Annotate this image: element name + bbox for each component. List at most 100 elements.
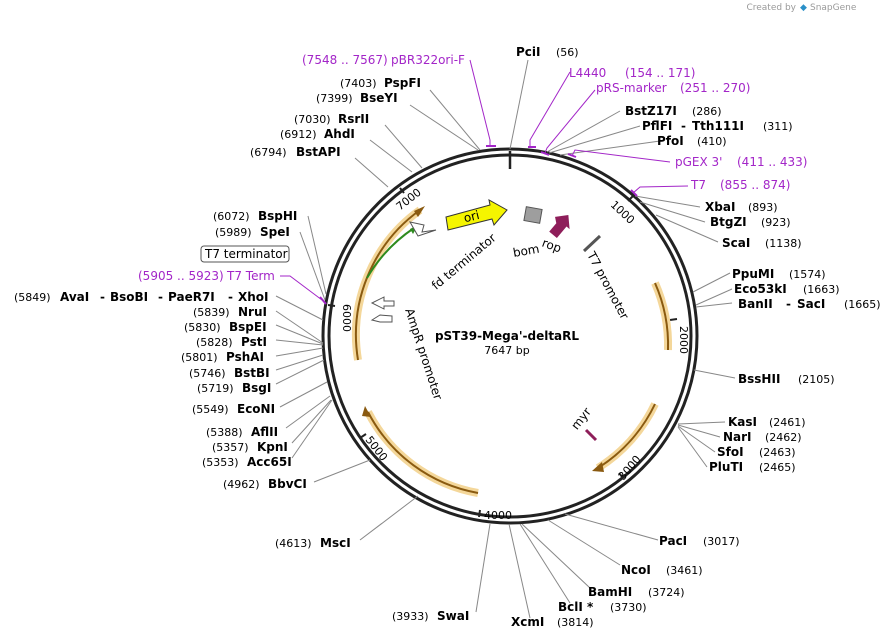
site-saci[interactable]: SacI	[797, 297, 825, 311]
site-bcli[interactable]: BclI *	[558, 600, 594, 614]
site-kasi[interactable]: KasI	[728, 415, 757, 429]
tick-6000: 6000	[340, 304, 353, 332]
site-ppumi[interactable]: PpuMI	[732, 267, 774, 281]
site-psti-pos: (5828)	[196, 336, 233, 349]
primer-l4440[interactable]: L4440	[569, 66, 606, 80]
site-bspei[interactable]: BspEI	[229, 320, 267, 334]
site-bseyi[interactable]: BseYI	[360, 91, 398, 105]
tick-2000: 2000	[677, 326, 690, 354]
primer-prs-marker-pos: (251 .. 270)	[680, 81, 750, 95]
primer-prs-marker[interactable]: pRS-marker	[596, 81, 667, 95]
site-msci-pos: (4613)	[275, 537, 312, 550]
site-pcii[interactable]: PciI	[516, 45, 541, 59]
site-bamhi-pos: (3724)	[648, 586, 685, 599]
ampr-promoter-arrow-2	[370, 314, 393, 323]
site-bsphi[interactable]: BspHI	[258, 209, 297, 223]
t7-promoter-arrow	[582, 234, 602, 253]
site-sep-dash: -	[158, 290, 163, 304]
site-sep-dash: -	[228, 290, 233, 304]
tick-marks	[327, 187, 678, 518]
t7-promoter-label: T7 promoter	[584, 248, 632, 321]
site-bsshii-pos: (2105)	[798, 373, 835, 386]
site-ahdi-pos: (6912)	[280, 128, 317, 141]
site-xhoi[interactable]: XhoI	[238, 290, 269, 304]
site-btgzi[interactable]: BtgZI	[710, 215, 747, 229]
primer-t7[interactable]: T7	[690, 178, 706, 192]
site-xcmi[interactable]: XcmI	[511, 615, 544, 629]
site-pshai[interactable]: PshAI	[226, 350, 264, 364]
tick-4000: 4000	[484, 509, 512, 522]
primer-t7-pos: (855 .. 874)	[720, 178, 790, 192]
site-pfoi[interactable]: PfoI	[657, 134, 684, 148]
site-sep-dash: -	[681, 119, 686, 133]
site-swai-pos: (3933)	[392, 610, 429, 623]
ampr-promoter-label: AmpR promoter	[402, 307, 445, 402]
site-paer7i[interactable]: PaeR7I	[168, 290, 215, 304]
site-nari[interactable]: NarI	[723, 430, 752, 444]
site-xbai-pos: (893)	[748, 201, 778, 214]
site-bsobi[interactable]: BsoBI	[110, 290, 148, 304]
snapgene-credit: Created by ◆ SnapGene	[746, 3, 856, 13]
site-bstapi[interactable]: BstAPI	[296, 145, 341, 159]
site-bsphi-pos: (6072)	[213, 210, 250, 223]
bom-box	[523, 206, 543, 224]
cds-arcs	[352, 206, 673, 497]
site-psti[interactable]: PstI	[241, 335, 267, 349]
site-swai[interactable]: SwaI	[437, 609, 469, 623]
site-connectors	[275, 59, 736, 619]
site-paci[interactable]: PacI	[659, 534, 687, 548]
site-scai[interactable]: ScaI	[722, 236, 750, 250]
site-eco53ki[interactable]: Eco53kI	[734, 282, 787, 296]
site-bbvci-pos: (4962)	[223, 478, 260, 491]
site-eco53ki-pos: (1663)	[803, 283, 840, 296]
site-banii[interactable]: BanII	[738, 297, 773, 311]
primer-pgex3[interactable]: pGEX 3'	[675, 155, 722, 169]
plasmid-name: pST39-Mega'-deltaRL	[435, 329, 579, 343]
site-bamhi[interactable]: BamHI	[588, 585, 632, 599]
primer-l4440-pos: (154 .. 171)	[625, 66, 695, 80]
snapgene-logo-icon: ◆	[800, 3, 807, 13]
site-xbai[interactable]: XbaI	[705, 200, 735, 214]
site-pspfi-pos: (7403)	[340, 77, 377, 90]
site-spei[interactable]: SpeI	[260, 225, 290, 239]
site-bsgi[interactable]: BsgI	[242, 381, 271, 395]
site-kasi-pos: (2461)	[769, 416, 806, 429]
site-econi[interactable]: EcoNI	[237, 402, 275, 416]
site-bstbi-pos: (5746)	[189, 367, 226, 380]
site-bbvci[interactable]: BbvCI	[268, 477, 307, 491]
site-pshai-pos: (5801)	[181, 351, 218, 364]
rop-label: rop	[540, 236, 563, 256]
site-bstbi[interactable]: BstBI	[234, 366, 270, 380]
site-avai[interactable]: AvaI	[60, 290, 89, 304]
site-bsshii[interactable]: BssHII	[738, 372, 780, 386]
site-acc65i[interactable]: Acc65I	[247, 455, 292, 469]
site-pflfi[interactable]: PflFI	[642, 119, 672, 133]
ori-arrow	[445, 199, 508, 231]
site-saci-pos: (1665)	[844, 298, 881, 311]
site-ppumi-pos: (1574)	[789, 268, 826, 281]
brand-text: SnapGene	[810, 3, 857, 13]
site-sfoi[interactable]: SfoI	[717, 445, 744, 459]
site-aflii[interactable]: AflII	[251, 425, 278, 439]
myr-feature	[584, 428, 598, 442]
site-sfoi-pos: (2463)	[759, 446, 796, 459]
site-msci[interactable]: MscI	[320, 536, 351, 550]
site-kpni[interactable]: KpnI	[257, 440, 288, 454]
site-aflii-pos: (5388)	[206, 426, 243, 439]
site-scai-pos: (1138)	[765, 237, 802, 250]
site-rsrii[interactable]: RsrII	[338, 112, 369, 126]
site-rsrii-pos: (7030)	[294, 113, 331, 126]
site-sep-dash: -	[786, 297, 791, 311]
site-ncoi[interactable]: NcoI	[621, 563, 651, 577]
myr-label: myr	[568, 405, 594, 432]
site-tth111i[interactable]: Tth111I	[692, 119, 744, 133]
primer-t7term[interactable]: T7 Term	[226, 269, 275, 283]
site-ahdi[interactable]: AhdI	[324, 127, 355, 141]
site-bstz17i[interactable]: BstZ17I	[625, 104, 677, 118]
fd-terminator-label: fd terminator	[429, 231, 499, 293]
site-pspfi[interactable]: PspFI	[384, 76, 421, 90]
site-nrui[interactable]: NruI	[238, 305, 267, 319]
site-pluti[interactable]: PluTI	[709, 460, 743, 474]
primer-pbr322ori-f[interactable]: pBR322ori-F	[391, 53, 465, 67]
